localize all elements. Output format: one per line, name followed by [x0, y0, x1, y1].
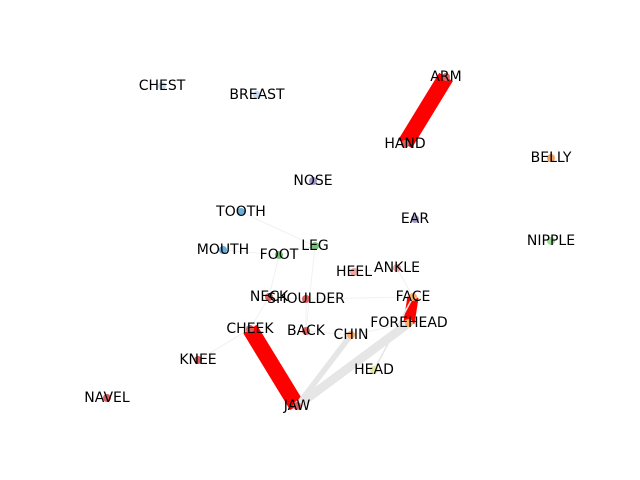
node-chin	[347, 331, 355, 339]
node-breast	[253, 91, 261, 99]
node-forehead	[405, 319, 413, 327]
node-back	[302, 327, 310, 335]
node-label-ankle: ANKLE	[374, 260, 420, 276]
node-label-breast: BREAST	[229, 87, 285, 103]
edge-face-forehead	[403, 296, 419, 324]
node-heel	[350, 268, 358, 276]
edge-back-chin	[305, 330, 352, 336]
node-label-navel: NAVEL	[84, 390, 130, 406]
label-layer: CHEST BREAST ARM HAND BELLY NOSE TOOTH EAR NIPPL…	[84, 69, 575, 414]
node-label-jaw: JAW	[283, 398, 311, 414]
node-face	[409, 293, 417, 301]
node-label-foot: FOOT	[260, 247, 299, 263]
node-label-cheek: CHEEK	[226, 321, 274, 337]
node-leg	[311, 242, 319, 250]
node-label-nipple: NIPPLE	[527, 233, 575, 249]
edge-shoulder-face	[305, 296, 414, 300]
node-label-neck: NECK	[250, 289, 289, 305]
node-knee	[194, 356, 202, 364]
node-jaw	[293, 402, 301, 410]
node-label-back: BACK	[287, 323, 326, 339]
node-label-chest: CHEST	[139, 78, 186, 94]
node-nipple	[547, 237, 555, 245]
edge-forehead-jaw	[294, 319, 412, 410]
node-label-forehead: FOREHEAD	[370, 315, 447, 331]
node-belly	[547, 154, 555, 162]
edge-leg-back	[305, 245, 316, 332]
edge-tooth-leg	[240, 211, 316, 247]
node-mouth	[219, 246, 227, 254]
edge-knee-cheek	[197, 328, 251, 361]
edge-foot-neck	[268, 254, 280, 298]
node-cheek	[246, 325, 254, 333]
node-nose	[309, 177, 317, 185]
node-shoulder	[302, 295, 310, 303]
edge-neck-shoulder	[268, 296, 307, 300]
edge-cheek-neck	[249, 296, 270, 330]
edge-face-head	[373, 296, 414, 371]
node-label-shoulder: SHOULDER	[267, 291, 345, 307]
node-label-tooth: TOOTH	[215, 204, 266, 220]
node-label-face: FACE	[396, 289, 431, 305]
node-hand	[401, 140, 409, 148]
node-label-arm: ARM	[430, 69, 461, 85]
edge-ankle-face	[396, 267, 414, 298]
node-label-knee: KNEE	[179, 352, 216, 368]
node-label-hand: HAND	[384, 136, 425, 152]
node-ear	[411, 215, 419, 223]
node-arm	[442, 73, 450, 81]
node-label-belly: BELLY	[531, 150, 572, 166]
node-neck	[265, 293, 273, 301]
node-foot	[275, 251, 283, 259]
node-label-nose: NOSE	[293, 173, 332, 189]
node-label-chin: CHIN	[334, 327, 369, 343]
node-navel	[103, 394, 111, 402]
node-layer	[103, 73, 555, 410]
node-label-ear: EAR	[401, 211, 429, 227]
edge-chin-forehead	[350, 322, 410, 336]
edge-mouth-foot	[222, 249, 280, 256]
node-label-head: HEAD	[354, 362, 394, 378]
edge-leg-foot	[278, 245, 316, 256]
edge-chin-jaw	[294, 333, 354, 408]
node-label-heel: HEEL	[336, 264, 372, 280]
edge-cheek-jaw	[243, 324, 304, 411]
node-head	[370, 366, 378, 374]
node-chest	[158, 82, 166, 90]
node-ankle	[393, 264, 401, 272]
node-label-mouth: MOUTH	[197, 242, 249, 258]
node-label-leg: LEG	[301, 238, 329, 254]
node-tooth	[237, 208, 245, 216]
edge-arm-hand	[398, 72, 453, 149]
edge-heel-ankle	[353, 267, 398, 273]
edge-layer	[197, 72, 453, 411]
